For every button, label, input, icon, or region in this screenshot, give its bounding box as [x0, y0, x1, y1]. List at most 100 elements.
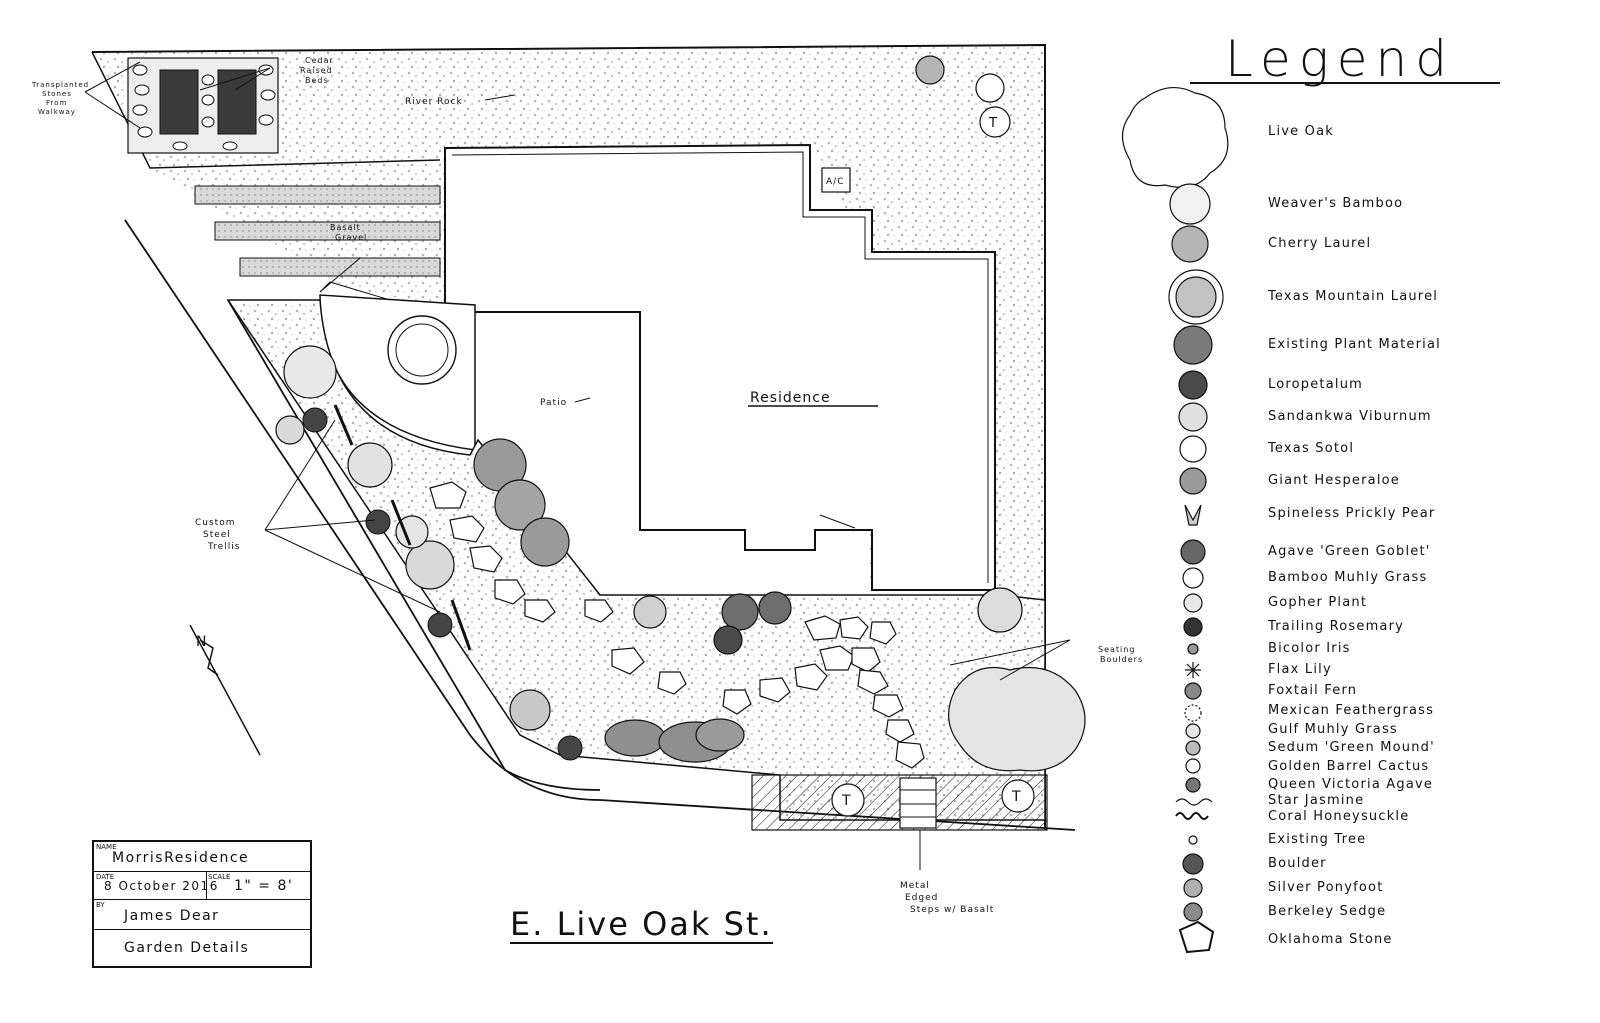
legend-item-honeysuckle: Coral Honeysuckle [1268, 809, 1410, 824]
legend-item-sedum: Sedum 'Green Mound' [1268, 740, 1435, 755]
legend-item-bamboo-muhly: Bamboo Muhly Grass [1268, 570, 1428, 585]
trellis-label-2: Steel [203, 530, 231, 540]
transplanted-label-1: Transplanted [31, 81, 89, 89]
oklahoma-stone-icon [1178, 920, 1215, 954]
title-row-date: DATE 8 October 2016 SCALE 1" = 8' [94, 872, 310, 900]
trellis-label-1: Custom [195, 518, 235, 528]
rosemary-icon [1183, 617, 1203, 637]
designer-name: James Dear [124, 908, 220, 924]
sedum-icon [1185, 740, 1201, 756]
legend-item-ponyfoot: Silver Ponyfoot [1268, 880, 1384, 895]
basalt-label-2: Gravel [335, 233, 367, 242]
legend-item-hesperaloe: Giant Hesperaloe [1268, 473, 1400, 488]
sotol-markers [831, 106, 1035, 817]
legend-item-flax-lily: Flax Lily [1268, 662, 1332, 677]
residence-footprint [444, 143, 996, 591]
existing-plant-icon [1173, 325, 1213, 365]
river-rock-label: River Rock [405, 97, 463, 107]
cedar-label-1: Cedar [305, 56, 334, 65]
cedar-label-2: Raised [300, 66, 333, 75]
legend-item-weavers-bamboo: Weaver's Bamboo [1268, 196, 1404, 211]
flagstone-path [429, 481, 925, 769]
legend-item-loropetalum: Loropetalum [1268, 377, 1364, 392]
honeysuckle-icon [1175, 812, 1209, 820]
hesperaloe-icon [1179, 467, 1207, 495]
residence-label: Residence [750, 390, 831, 406]
seating-label-1: Seating [1098, 645, 1135, 654]
basalt-gravel-strips [194, 185, 441, 277]
gulf-muhly-icon [1185, 723, 1201, 739]
name-caption: NAME [96, 843, 117, 851]
live-oak-icon [1121, 87, 1229, 188]
title-row-name: NAME MorrisResidence [94, 842, 310, 872]
flax-lily-icon [1185, 662, 1201, 678]
transplanted-label-4: Walkway [38, 108, 76, 116]
scale-caption: SCALE [208, 873, 231, 881]
legend-item-gulf-muhly: Gulf Muhly Grass [1268, 722, 1398, 737]
title-block: NAME MorrisResidence DATE 8 October 2016… [92, 840, 312, 968]
legend-item-oklahoma-stone: Oklahoma Stone [1268, 932, 1393, 947]
front-steps [751, 774, 1048, 831]
street-curb [124, 219, 1076, 831]
sotol-mark-3: T [988, 116, 998, 131]
cedar-label-3: Beds [305, 76, 329, 85]
existing-tree-icon [1188, 835, 1198, 845]
prickly-pear-icon [1184, 504, 1202, 526]
legend-item-iris: Bicolor Iris [1268, 641, 1351, 656]
legend-item-texas-sotol: Texas Sotol [1268, 441, 1355, 456]
agave-icon [1180, 539, 1206, 565]
iris-icon [1187, 643, 1199, 655]
transplanted-label-3: From [46, 99, 67, 107]
legend-item-barrel-cactus: Golden Barrel Cactus [1268, 759, 1430, 774]
legend-item-existing-tree: Existing Tree [1268, 832, 1367, 847]
north-label: N [196, 634, 207, 650]
loropetalum-icon [1178, 370, 1208, 400]
basalt-label-1: Basalt [330, 223, 361, 232]
transplanted-label-2: Stones [42, 90, 72, 98]
patio-tree [387, 315, 457, 385]
viburnum-icon [1178, 402, 1208, 432]
foxtail-fern-icon [1184, 682, 1202, 700]
legend-item-texas-mountain-laurel: Texas Mountain Laurel [1268, 289, 1439, 304]
project-name: MorrisResidence [112, 850, 250, 866]
barrel-cactus-icon [1185, 758, 1201, 774]
project-scale: 1" = 8' [234, 878, 294, 894]
steps-label-2: Edged [905, 893, 938, 903]
legend-item-prickly-pear: Spineless Prickly Pear [1268, 506, 1436, 521]
boulder-icon [1182, 853, 1204, 875]
plan-text: Residence Patio River Rock A/C Basalt Gr… [31, 56, 1143, 915]
legend-item-sedge: Berkeley Sedge [1268, 904, 1387, 919]
bamboo-muhly-icon [1182, 567, 1204, 589]
by-caption: BY [96, 901, 105, 909]
ponyfoot-icon [1183, 878, 1203, 898]
ac-label: A/C [826, 177, 844, 187]
star-jasmine-icon [1175, 798, 1213, 806]
date-caption: DATE [96, 873, 115, 881]
legend-title: Legend [1225, 30, 1455, 88]
project-date: 8 October 2016 [104, 879, 219, 893]
cherry-laurel-icon [1171, 225, 1209, 263]
legend-item-queen-victoria-agave: Queen Victoria Agave [1268, 777, 1434, 792]
front-shrubs [275, 55, 1086, 772]
sheet-name: Garden Details [124, 940, 250, 956]
seating-label-2: Boulders [1100, 655, 1143, 664]
feathergrass-icon [1184, 704, 1202, 722]
legend-underline [1190, 82, 1500, 84]
street-name: E. Live Oak St. [510, 905, 773, 944]
title-row-by: BY James Dear [94, 900, 310, 930]
legend-symbols [1121, 87, 1229, 954]
queen-victoria-agave-icon [1185, 777, 1201, 793]
sotol-mark-1: T [841, 793, 852, 809]
legend-item-live-oak: Live Oak [1268, 124, 1335, 139]
steps-label-3: Steps w/ Basalt [910, 905, 994, 915]
ac-unit [821, 167, 851, 193]
trellis-markers [302, 404, 583, 761]
legend-item-foxtail-fern: Foxtail Fern [1268, 683, 1358, 698]
trellis-label-3: Trellis [207, 542, 240, 552]
legend-item-feathergrass: Mexican Feathergrass [1268, 703, 1435, 718]
steps-label-1: Metal [900, 881, 930, 891]
title-row-sheet: Garden Details [94, 930, 310, 966]
legend-item-existing-plant: Existing Plant Material [1268, 337, 1441, 352]
leader-lines [84, 61, 1071, 870]
north-arrow [189, 624, 261, 756]
